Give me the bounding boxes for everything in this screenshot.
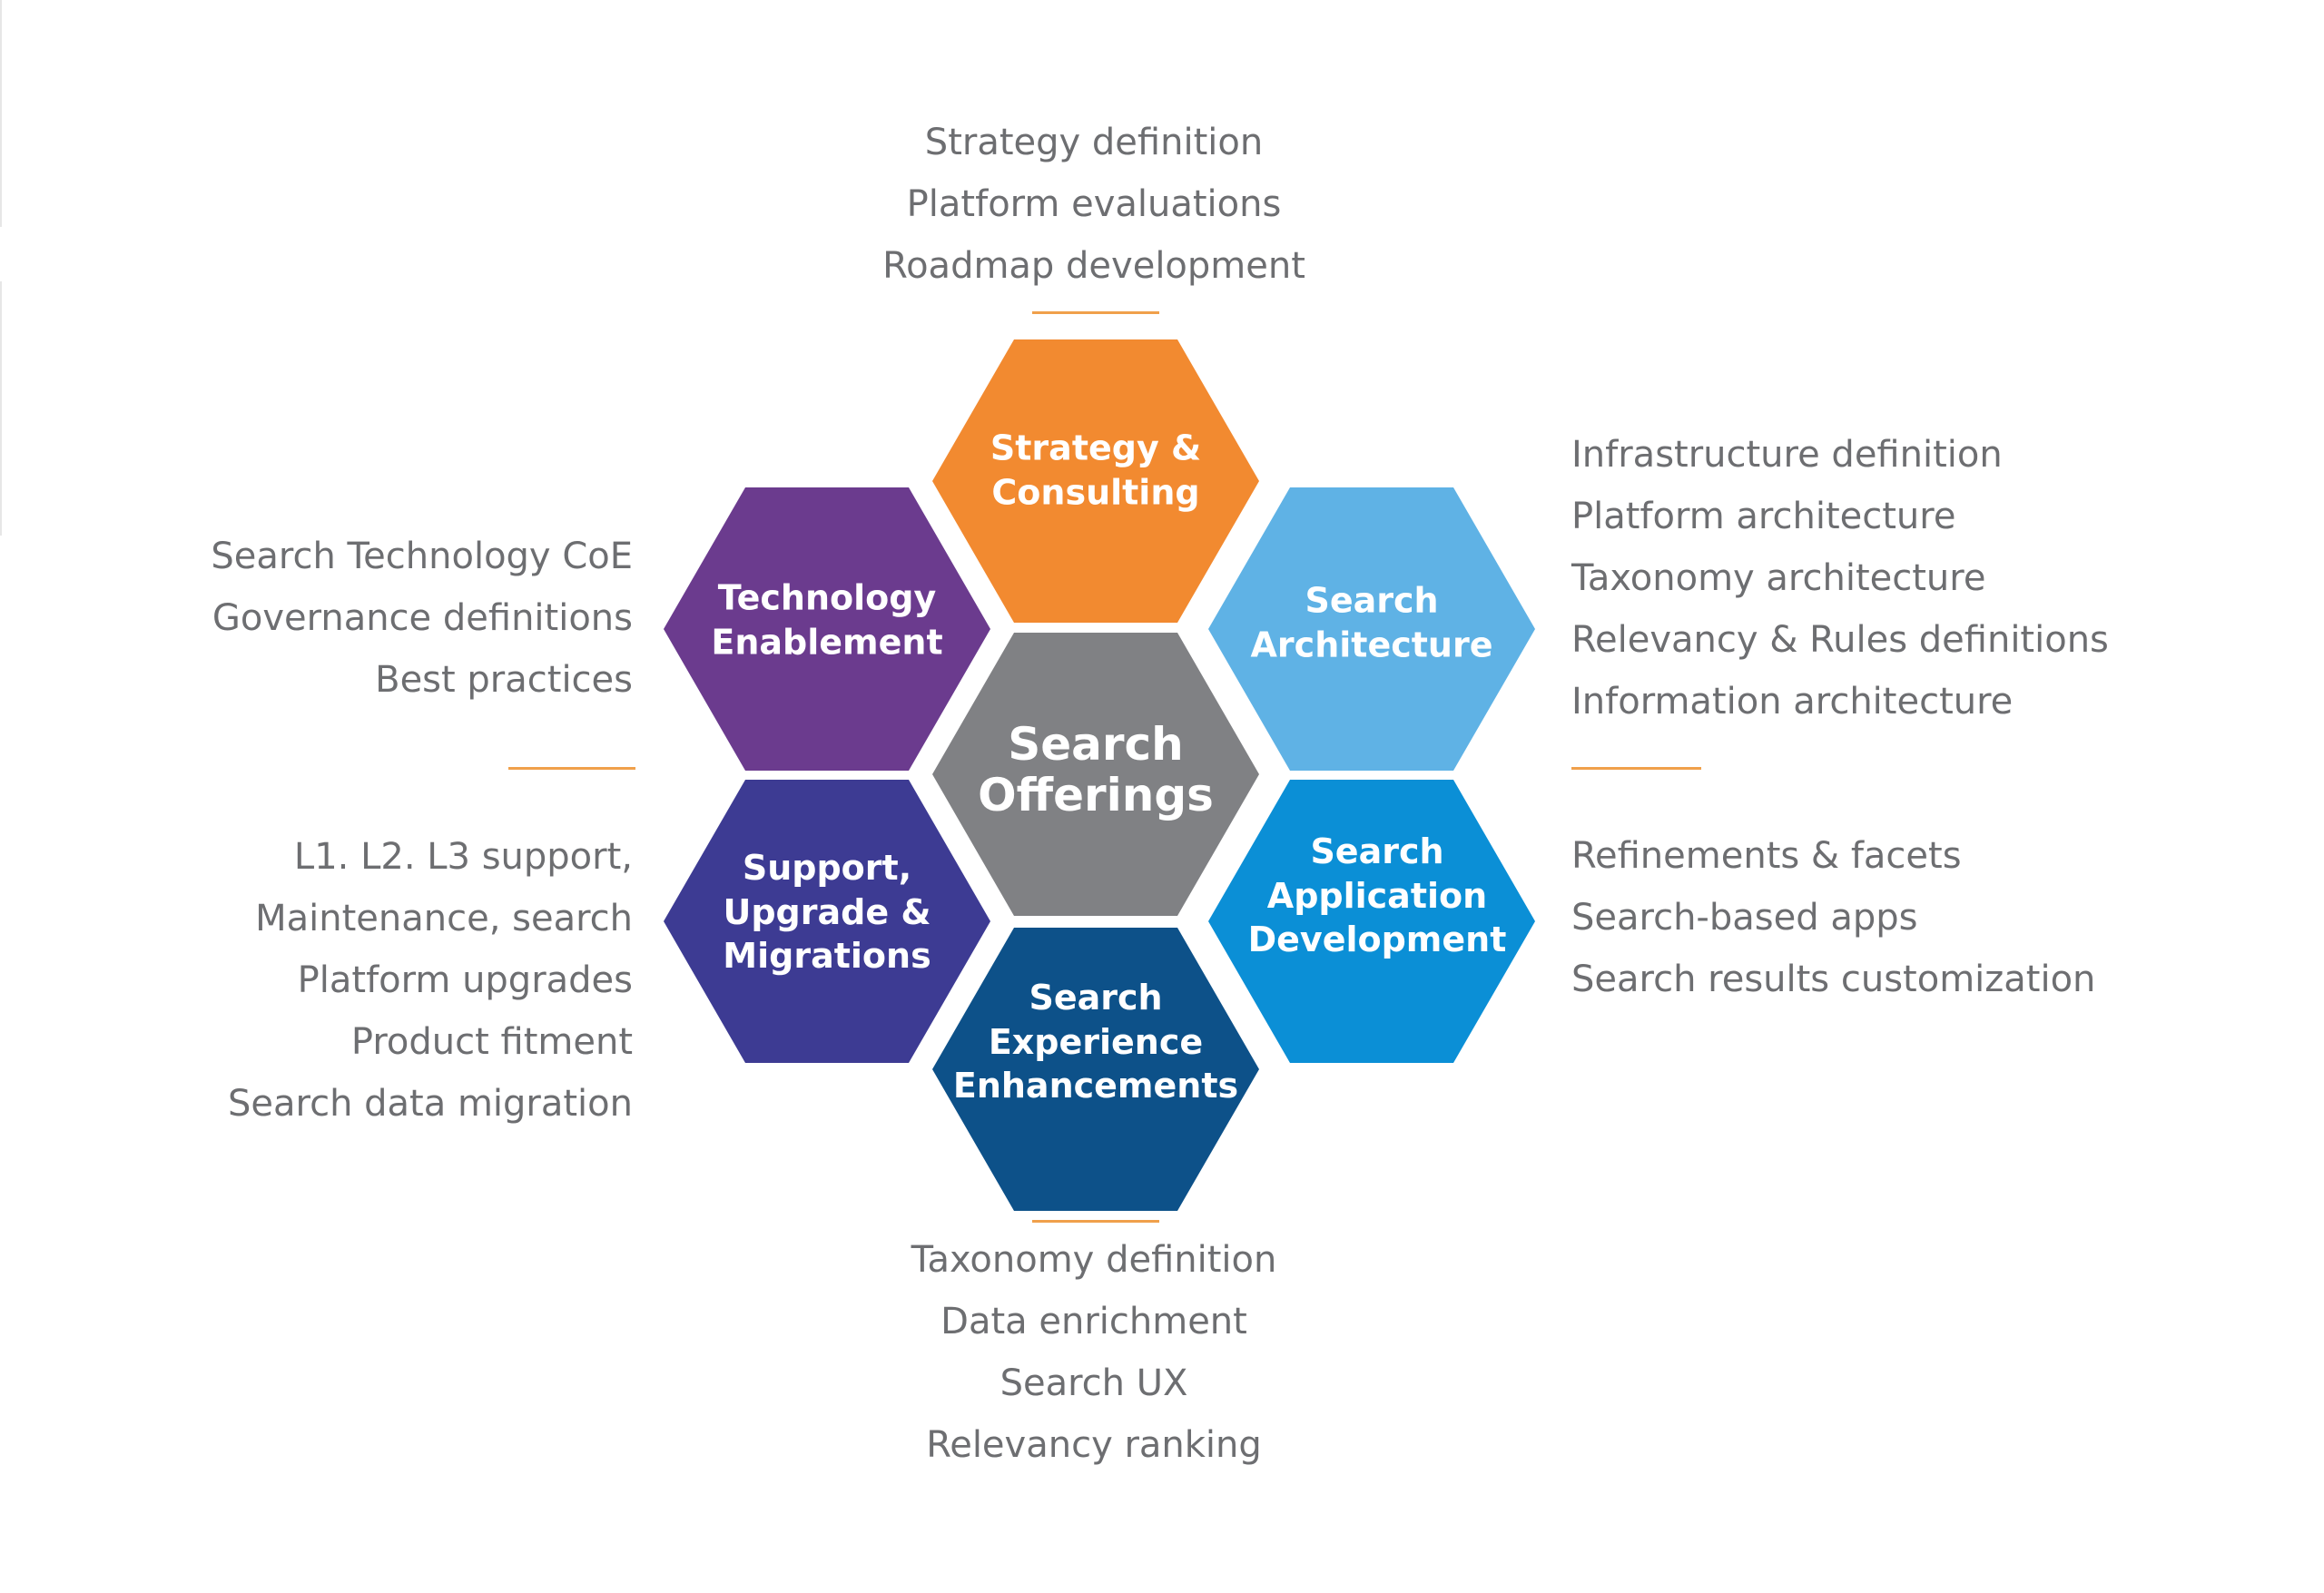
detail-item: Search-based apps [1571,897,1918,939]
detail-item: Infrastructure definition [1571,434,2003,476]
detail-item: Taxonomy architecture [1571,557,1986,599]
experience-label: Search Experience Enhancements [953,976,1238,1108]
detail-item: Relevancy ranking [926,1424,1262,1466]
center-label: Search Offerings [978,719,1214,821]
experience-label-line-3: Enhancements [952,1066,1239,1106]
detail-item: Platform architecture [1571,496,1956,537]
appdev-details: Refinements & facets Search-based apps S… [1571,825,2095,1010]
detail-item: Governance definitions [212,597,633,639]
detail-item: Search data migration [228,1083,633,1125]
detail-item: Platform upgrades [297,959,633,1001]
appdev-label-line-3: Development [1247,919,1507,960]
experience-divider [1032,1220,1159,1223]
architecture-label-line-2: Architecture [1250,624,1493,664]
detail-item: Taxonomy definition [911,1239,1277,1281]
experience-label-line-2: Experience [988,1021,1204,1062]
detail-item: Search Technology CoE [211,536,633,577]
technology-label-line-2: Enablement [711,622,943,662]
support-label: Support, Upgrade & Migrations [723,846,931,978]
strategy-label-line-1: Strategy & [990,428,1202,468]
hex-technology-enablement[interactable] [664,487,990,771]
hex-search-architecture[interactable] [1208,487,1535,771]
support-label-line-3: Migrations [723,936,931,977]
appdev-label-line-1: Search [1310,831,1444,872]
left-edge-line [0,0,2,227]
architecture-label-line-1: Search [1305,580,1439,621]
experience-label-line-1: Search [1029,978,1163,1018]
detail-item: Search UX [1000,1362,1188,1404]
experience-details: Taxonomy definition Data enrichment Sear… [911,1229,1277,1476]
strategy-details: Strategy definition Platform evaluations… [882,112,1305,297]
strategy-label-line-2: Consulting [991,472,1200,512]
support-label-line-2: Upgrade & [723,891,931,932]
support-label-line-1: Support, [742,848,912,889]
strategy-divider [1032,311,1159,314]
architecture-details: Infrastructure definition Platform archi… [1571,424,2109,733]
left-edge-line-lower [0,281,2,536]
hex-search-offerings[interactable] [932,633,1259,916]
hex-strategy-consulting[interactable] [932,339,1259,623]
detail-item: Roadmap development [882,245,1305,287]
architecture-divider [1571,767,1701,770]
hex-support-upgrade-migrations[interactable] [664,780,990,1063]
detail-item: Refinements & facets [1571,835,1962,877]
appdev-label-line-2: Application [1266,875,1488,916]
detail-item: Data enrichment [940,1301,1247,1342]
architecture-label: Search Architecture [1251,578,1493,666]
technology-label-line-1: Technology [717,577,937,618]
detail-item: Strategy definition [924,122,1264,163]
hex-search-experience-enhancements[interactable] [932,928,1259,1211]
detail-item: Product fitment [350,1021,633,1063]
detail-item: Information architecture [1571,681,2014,723]
center-label-line-2: Offerings [978,769,1214,821]
hex-search-application-development[interactable] [1208,780,1535,1063]
detail-item: Search results customization [1571,959,2096,1000]
detail-item: Platform evaluations [906,183,1282,225]
detail-item: Relevancy & Rules definitions [1571,619,2109,661]
appdev-label: Search Application Development [1248,830,1507,962]
technology-label: Technology Enablement [711,575,942,664]
center-label-line-1: Search [1008,718,1184,771]
technology-divider [508,767,635,770]
detail-item: L1. L2. L3 support, [293,836,633,878]
technology-details: Search Technology CoE Governance definit… [211,526,633,711]
detail-item: Best practices [375,659,633,701]
strategy-label: Strategy & Consulting [990,426,1201,514]
support-details: L1. L2. L3 support, Maintenance, search … [228,826,633,1135]
detail-item: Maintenance, search [255,898,633,939]
